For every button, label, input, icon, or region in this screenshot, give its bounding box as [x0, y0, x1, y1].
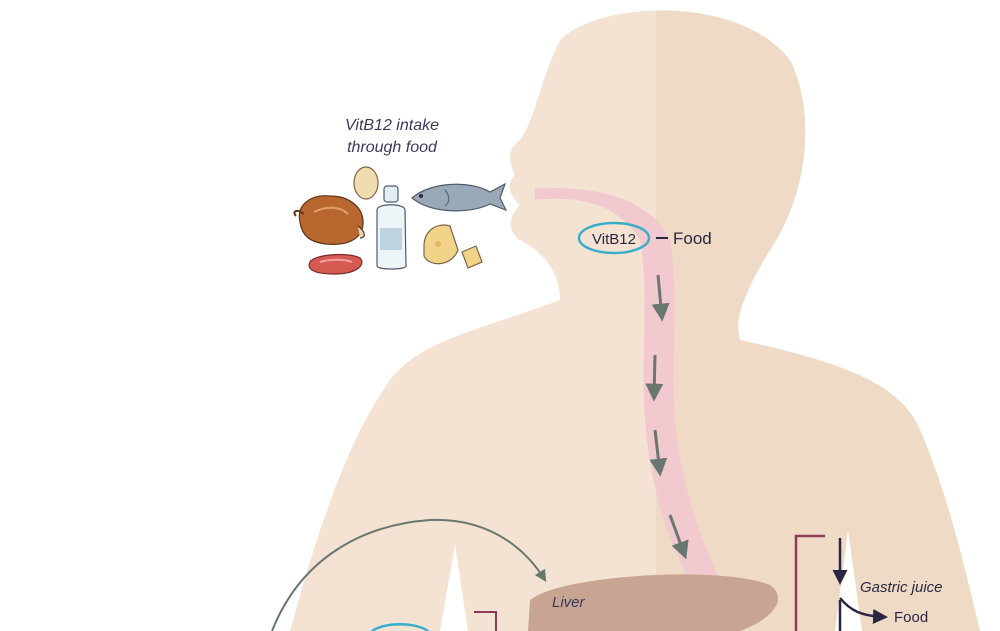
food-caption: VitB12 intake through food [345, 117, 439, 156]
flow-arrow-3 [649, 429, 668, 477]
food-label: Food [673, 229, 712, 248]
cheese-icon [423, 224, 483, 269]
fish-icon [411, 182, 508, 212]
vitb12-food-complex: VitB12 Food [577, 221, 712, 255]
right-lung-tip [835, 530, 862, 631]
flow-arrow-4 [668, 514, 689, 560]
vitb12-oval [577, 221, 651, 255]
milk-bottle-icon [376, 185, 407, 270]
esophagus-flow-arrows [645, 274, 689, 560]
left-lung-tip [440, 545, 468, 631]
egg-icon [353, 166, 379, 200]
flow-arrow-1 [651, 274, 670, 322]
gastric-juice-label: Gastric juice [860, 579, 943, 596]
stomach-bracket [794, 534, 825, 631]
lower-oval-fragment [371, 623, 429, 631]
circulation-arrow [271, 518, 547, 631]
body-right-shade [656, 10, 980, 631]
food-caption-line2: through food [347, 139, 438, 156]
food-caption-line1: VitB12 intake [345, 117, 439, 134]
left-bracket [474, 611, 497, 631]
stomach-arrows: Gastric juice Food [832, 538, 943, 631]
chicken-icon [293, 195, 365, 245]
stomach-food-label: Food [894, 609, 928, 626]
esophagus [640, 240, 725, 590]
food-items [293, 166, 508, 275]
liver-label: Liver [552, 594, 586, 611]
liver-shape [528, 574, 779, 631]
vitb12-label: VitB12 [592, 231, 636, 248]
liver: Liver [528, 574, 779, 631]
flow-arrow-2 [645, 354, 664, 402]
food-split-arrow [839, 597, 888, 625]
meat-steak-icon [308, 253, 363, 275]
